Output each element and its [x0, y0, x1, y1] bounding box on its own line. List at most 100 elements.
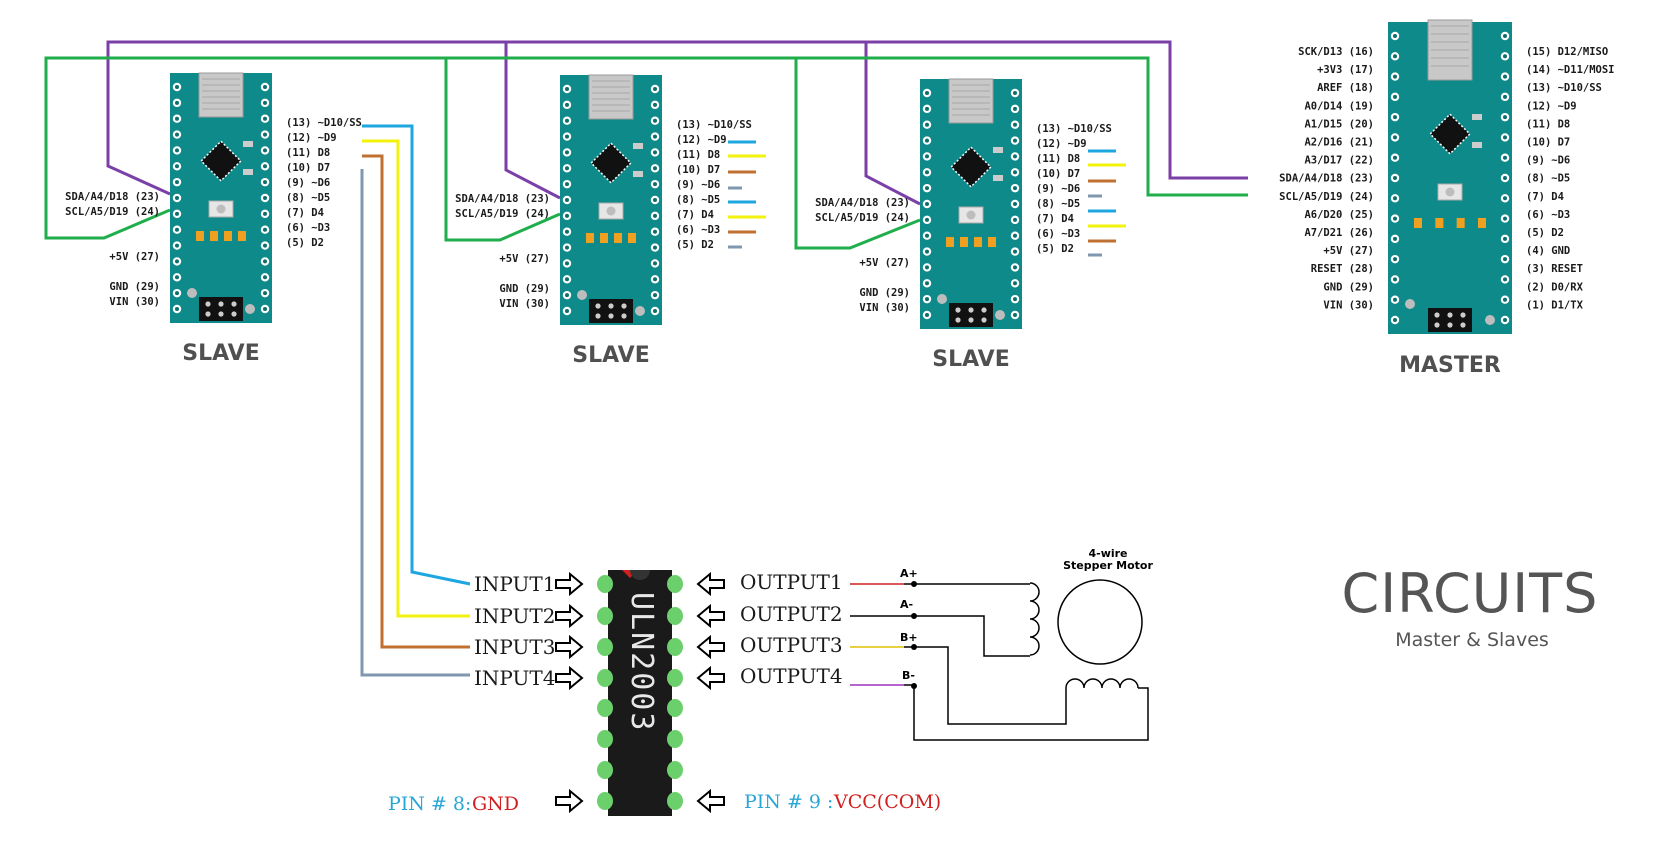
- left-pin-label: +5V (27): [859, 257, 910, 269]
- header-pin-hole: [925, 122, 929, 127]
- led: [210, 231, 218, 241]
- led: [1478, 218, 1486, 228]
- right-pin-label: (8) ~D5: [286, 192, 330, 204]
- input-label: INPUT4: [474, 666, 555, 690]
- left-pin-label: SCL/A5/D19 (24): [65, 206, 160, 218]
- icsp-pin: [231, 311, 237, 317]
- icsp-pin: [981, 307, 987, 313]
- motor-title-line1: 4-wire: [1088, 547, 1127, 560]
- icsp-pin: [621, 303, 627, 309]
- output-label: OUTPUT1: [740, 570, 843, 594]
- led: [974, 237, 982, 247]
- header-pin-hole: [263, 196, 267, 200]
- master-left-pin-label: A3/D17 (22): [1304, 155, 1374, 167]
- header-pin-hole: [1393, 216, 1397, 221]
- reset-button-cap: [606, 206, 616, 216]
- header-pin-hole: [1503, 74, 1507, 79]
- header-pin-hole: [175, 196, 179, 200]
- header-pin-hole: [1503, 34, 1507, 38]
- right-pin-label: (11) D8: [676, 149, 720, 161]
- left-pin-label: SDA/A4/D18 (23): [65, 191, 160, 203]
- header-pin-hole: [175, 243, 179, 248]
- mount-hole: [577, 290, 587, 300]
- header-pin-hole: [653, 198, 657, 202]
- sda-bus-wire: [106, 40, 1248, 196]
- right-pin-label: (7) D4: [676, 209, 714, 221]
- output-label: OUTPUT4: [740, 664, 843, 688]
- header-pin-hole: [1013, 138, 1017, 143]
- mount-hole: [937, 294, 947, 304]
- left-pin-label: +5V (27): [499, 253, 550, 265]
- slave-title: SLAVE: [572, 343, 649, 368]
- pin9-label: PIN # 9 :: [744, 791, 833, 813]
- header-pin-hole: [925, 186, 929, 191]
- header-pin-hole: [175, 180, 179, 185]
- header-pin-hole: [175, 259, 179, 264]
- header-pin-hole: [565, 134, 569, 139]
- master-right-pin-label: (14) ~D11/MOSI: [1526, 64, 1615, 76]
- header-pin-hole: [1393, 94, 1397, 99]
- icsp-header: [1428, 308, 1472, 332]
- header-pin-hole: [1393, 34, 1397, 38]
- icsp-pin: [595, 313, 601, 319]
- master-left-pin-label: A2/D16 (21): [1304, 137, 1374, 149]
- header-pin-hole: [1013, 281, 1017, 286]
- right-pin-label: (11) D8: [286, 147, 330, 159]
- scl-wire-slave3: [794, 58, 921, 250]
- right-pin-label: (10) D7: [1036, 168, 1080, 180]
- stepper-motor: 4-wire Stepper Motor A+ A- B+ B-: [850, 547, 1153, 741]
- icsp-pin: [621, 313, 627, 319]
- master-title: MASTER: [1399, 353, 1501, 378]
- master-left-pin-label: AREF (18): [1317, 82, 1374, 94]
- header-pin-hole: [653, 293, 657, 298]
- right-pin-label: (5) D2: [286, 237, 324, 249]
- master-board: SCK/D13 (16)+3V3 (17)AREF (18)A0/D14 (19…: [1279, 19, 1615, 378]
- header-pin-hole: [263, 132, 267, 137]
- master-right-pin-label: (12) ~D9: [1526, 100, 1577, 112]
- slave-board-3: (13) ~D10/SS(12) ~D9(11) D8(10) D7(9) ~D…: [815, 78, 1112, 372]
- left-pin-label: SDA/A4/D18 (23): [455, 193, 550, 205]
- right-pin-label: (9) ~D6: [676, 179, 720, 191]
- header-pin-hole: [1503, 236, 1507, 241]
- header-pin-hole: [263, 148, 267, 153]
- chip-pin-right: [667, 669, 683, 687]
- header-pin-hole: [925, 91, 929, 95]
- header-pin-hole: [1013, 249, 1017, 254]
- header-pin-hole: [263, 211, 267, 216]
- master-left-pin-label: +5V (27): [1323, 245, 1374, 257]
- right-pin-label: (6) ~D3: [676, 224, 720, 236]
- mount-hole: [1405, 299, 1415, 309]
- header-pin-hole: [1393, 257, 1397, 262]
- right-pin-label: (7) D4: [286, 207, 324, 219]
- header-pin-hole: [925, 217, 929, 222]
- master-left-pin-label: RESET (28): [1311, 263, 1374, 275]
- header-pin-hole: [1503, 115, 1507, 120]
- header-pin-hole: [565, 277, 569, 282]
- mount-hole: [995, 310, 1005, 320]
- output-label: OUTPUT3: [740, 633, 843, 657]
- header-pin-hole: [653, 118, 657, 123]
- icsp-pin: [218, 311, 224, 317]
- header-pin-hole: [1013, 297, 1017, 302]
- header-pin-hole: [175, 227, 179, 232]
- icsp-pin: [968, 317, 974, 323]
- header-pin-hole: [653, 213, 657, 218]
- right-pin-label: (6) ~D3: [286, 222, 330, 234]
- header-pin-hole: [263, 180, 267, 185]
- header-pin-hole: [653, 134, 657, 139]
- right-pin-label: (10) D7: [676, 164, 720, 176]
- header-pin-hole: [175, 211, 179, 216]
- header-pin-hole: [653, 229, 657, 234]
- header-pin-hole: [175, 164, 179, 169]
- a-minus-conn: [904, 615, 1030, 657]
- motor-rotor: [1057, 579, 1143, 665]
- header-pin-hole: [175, 291, 179, 296]
- master-right-pin-label: (13) ~D10/SS: [1526, 82, 1602, 94]
- coil-a: [1029, 582, 1040, 656]
- chip-pin-right: [667, 607, 683, 625]
- left-pin-label: VIN (30): [859, 302, 910, 314]
- left-pin-label: SDA/A4/D18 (23): [815, 197, 910, 209]
- right-pin-label: (8) ~D5: [1036, 198, 1080, 210]
